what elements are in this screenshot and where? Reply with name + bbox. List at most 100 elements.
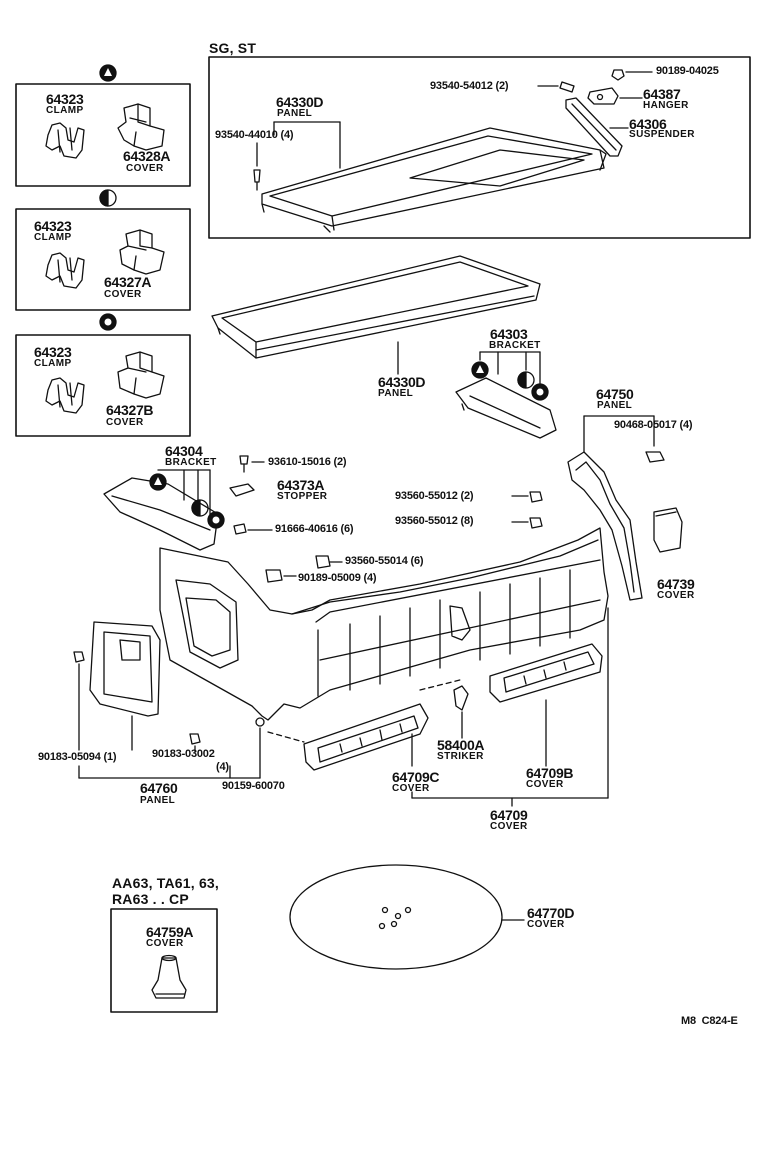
clamp-part-desc: CLAMP [34,232,72,243]
cover-64709c [303,703,429,771]
package-tray-panel-sgst [261,127,607,233]
part-64387: 64387 [643,86,681,102]
halfcircle-symbol-icon [191,499,209,517]
rear-panel-assembly [159,527,609,721]
variant-ra63: RA63 . . CP [112,891,189,907]
variant-aa63: AA63, TA61, 63, [112,875,220,891]
part-64709b: 64709B [526,765,574,781]
clamp-icon [45,122,85,159]
part-93540-54012: 93540-54012 (2) [430,80,509,92]
screw-icon [315,555,331,569]
clamp-part-desc: CLAMP [46,105,84,116]
part-64750: 64750 [596,386,634,402]
clamp-part-number: 64323 [34,218,72,234]
halfcircle-symbol-icon [99,189,117,207]
part-64709c-desc: COVER [392,783,430,794]
sg-st-box [208,56,751,239]
figure-code: M8 C824-E [681,1015,738,1027]
part-64709c: 64709C [392,769,440,785]
halfcircle-symbol-icon [517,371,535,389]
ring-symbol-icon [207,511,225,529]
part-90159-60070: 90159-60070 [222,780,285,792]
part-64760-desc: PANEL [140,795,176,806]
cover-clip-icon [117,103,165,151]
screw-icon [529,491,543,503]
part-64760: 64760 [140,780,178,796]
nut-icon [189,733,201,745]
striker-icon [453,685,469,711]
legend-box-ring [15,334,191,437]
part-64306-desc: SUSPENDER [629,129,695,140]
clamp-part-desc: CLAMP [34,358,72,369]
package-tray-panel [211,255,541,359]
part-90183-05094: 90183-05094 (1) [38,751,117,763]
part-91666-40616: 91666-40616 (6) [275,523,354,535]
part-64759a-desc: COVER [146,938,184,949]
part-64709: 64709 [490,807,528,823]
part-64330d: 64330D [378,374,426,390]
part-64304: 64304 [165,443,203,459]
part-90183-03002-qty: (4) [216,761,229,773]
part-58400a: 58400A [437,737,485,753]
nut-icon [255,717,265,727]
clamp-icon [45,252,85,289]
clamp-icon [45,377,85,414]
cover-64739 [653,507,683,553]
dashed-leader [267,731,305,743]
part-64709-desc: COVER [490,821,528,832]
part-93560-55012-2: 93560-55012 (2) [395,490,474,502]
part-64739-desc: COVER [657,590,695,601]
triangle-symbol-icon [471,361,489,379]
panel-64760 [89,621,161,717]
cover-box [110,908,218,1013]
ring-symbol-icon [531,383,549,401]
part-64303-desc: BRACKET [489,340,541,351]
legend-box-halfcircle [15,208,191,311]
part-90183-03002: 90183-03002 [152,748,215,760]
cover-part-number: 64327B [106,402,154,418]
cover-part-desc: COVER [106,417,144,428]
round-cover-64770d [289,864,503,970]
nut-icon [611,69,625,81]
part-64759a: 64759A [146,924,194,940]
part-64330d-sgst-desc: PANEL [277,108,313,119]
part-90189-04025: 90189-04025 [656,65,719,77]
part-64770d: 64770D [527,905,575,921]
screw-icon [239,455,249,473]
clip-icon [645,451,665,463]
suspender-icon [565,97,623,157]
part-93610-15016: 93610-15016 (2) [268,456,347,468]
stopper-icon [229,483,255,497]
part-64330d-desc: PANEL [378,388,414,399]
cover-64709b [489,643,603,703]
part-93560-55012-8: 93560-55012 (8) [395,515,474,527]
part-64750-desc: PANEL [597,400,633,411]
part-64304-desc: BRACKET [165,457,217,468]
ring-symbol-icon [99,313,117,331]
cover-part-desc: COVER [104,289,142,300]
part-64330d-sgst: 64330D [276,94,324,110]
cover-part-desc: COVER [126,163,164,174]
bracket-64304 [103,477,219,551]
part-64373a: 64373A [277,477,325,493]
clamp-part-number: 64323 [46,91,84,107]
clamp-part-number: 64323 [34,344,72,360]
cover-clip-icon [117,351,165,399]
part-64770d-desc: COVER [527,919,565,930]
part-64739: 64739 [657,576,695,592]
screw-icon [253,169,261,191]
screw-icon [559,81,575,93]
screw-icon [529,517,543,529]
triangle-symbol-icon [99,64,117,82]
variant-sg-st: SG, ST [209,40,257,56]
dashed-leader [419,679,461,691]
screw-icon [233,523,247,535]
part-64306: 64306 [629,116,667,132]
hanger-icon [587,87,619,105]
part-64709b-desc: COVER [526,779,564,790]
nut-icon [265,569,283,583]
cover-cap-icon [151,954,187,999]
part-58400a-desc: STRIKER [437,751,484,762]
part-90189-05009: 90189-05009 (4) [298,572,377,584]
